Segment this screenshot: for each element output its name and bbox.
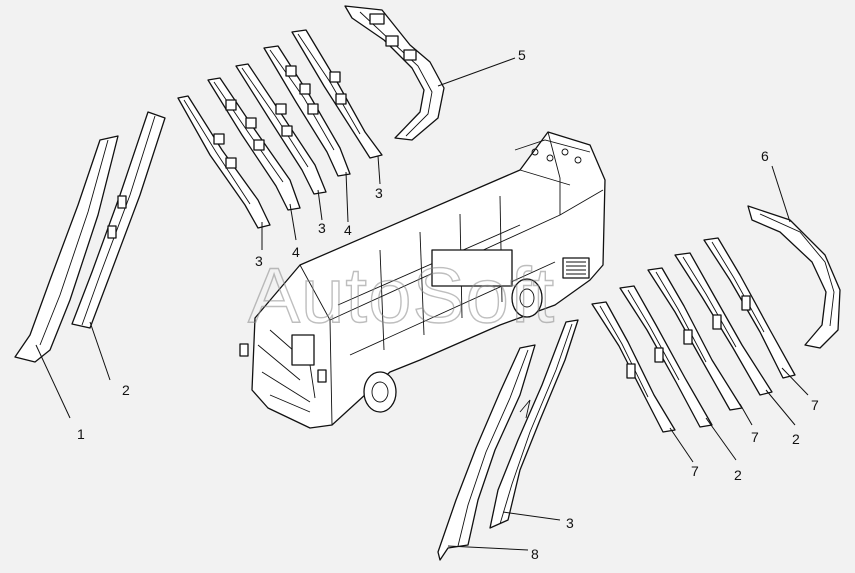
callout-7-a: 7 <box>811 397 819 413</box>
callout-3-d: 3 <box>566 515 574 531</box>
part-5-corner-trim <box>344 5 445 141</box>
callout-3-a: 3 <box>255 253 263 269</box>
callout-7-c: 7 <box>691 463 699 479</box>
callout-5: 5 <box>518 47 526 63</box>
part-8-bottom-trim <box>437 344 536 561</box>
watermark-text: AutoSoft <box>248 251 555 339</box>
callout-3-c: 3 <box>375 185 383 201</box>
callout-8: 8 <box>531 546 539 562</box>
callout-2-b: 2 <box>792 431 800 447</box>
part-3-bottom-trim <box>489 319 579 529</box>
callout-labels: 1 2 3 4 3 4 3 5 6 7 2 7 2 7 3 8 <box>77 47 819 562</box>
part-2-left-trim <box>71 111 166 329</box>
callout-7-b: 7 <box>751 429 759 445</box>
callout-2-left: 2 <box>122 382 130 398</box>
callout-3-b: 3 <box>318 220 326 236</box>
callout-1: 1 <box>77 426 85 442</box>
part-6-corner-trim <box>747 205 841 349</box>
pillar-cover-row <box>177 29 383 229</box>
bus-illustration <box>239 131 606 429</box>
right-pillar-cover-row <box>591 237 796 433</box>
part-1-pillar-trim <box>14 135 119 363</box>
callout-4-a: 4 <box>292 244 300 260</box>
callout-2-c: 2 <box>734 467 742 483</box>
callout-6: 6 <box>761 148 769 164</box>
callout-4-b: 4 <box>344 222 352 238</box>
leader-lines <box>35 57 809 551</box>
